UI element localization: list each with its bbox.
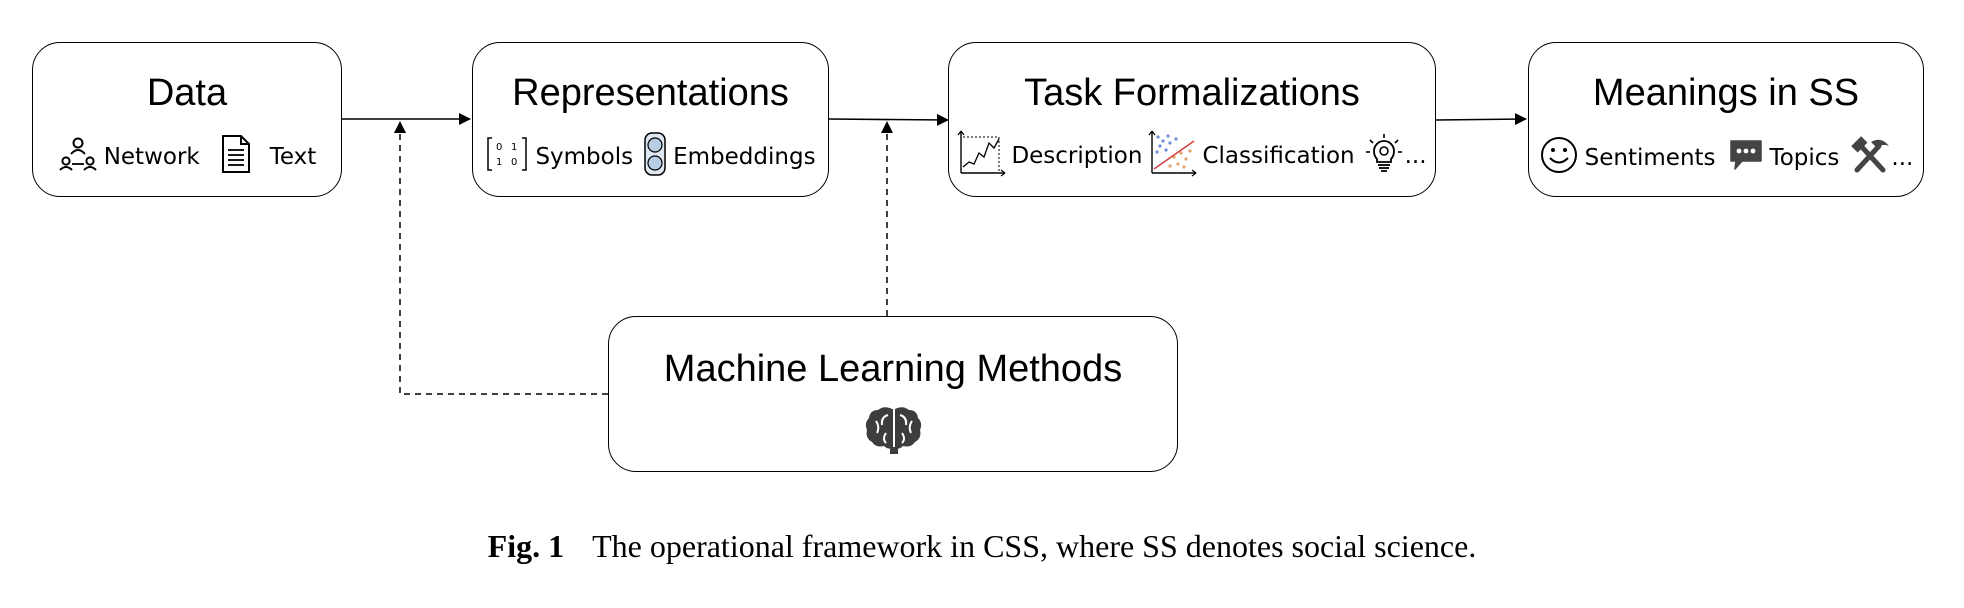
arrow-representations-to-tasks: [828, 113, 949, 126]
arrow-tasks-to-meanings: [1435, 113, 1527, 126]
matrix-symbols-icon: 0 1 1 0: [485, 135, 529, 179]
document-icon: [218, 134, 254, 180]
hammer-pick-icon: [1849, 134, 1891, 182]
embedding-vector-icon: [643, 132, 667, 182]
meanings-item-topics: Topics: [1728, 138, 1840, 178]
data-box-items: Network Text: [33, 135, 341, 179]
representations-box-items: 0 1 1 0 Symbols Embeddings: [473, 132, 828, 182]
ml-methods-box-title: Machine Learning Methods: [663, 348, 1123, 390]
representations-item-symbols: 0 1 1 0 Symbols: [485, 135, 633, 179]
figure-caption: Fig. 1 The operational framework in CSS, …: [0, 528, 1964, 565]
dashed-arrow-ml-to-data-link: [394, 121, 608, 395]
svg-text:0: 0: [496, 142, 502, 153]
meanings-item-more: ...: [1849, 134, 1913, 182]
meanings-box-items: Sentiments Topics: [1529, 135, 1923, 181]
figure-caption-text: The operational framework in CSS, where …: [592, 528, 1477, 564]
tasks-item-more: ...: [1365, 133, 1427, 179]
representations-item-embeddings-label: Embeddings: [673, 144, 816, 170]
meanings-box: Meanings in SS Sentiments: [1528, 42, 1924, 197]
brain-icon: [864, 405, 924, 455]
meanings-item-topics-label: Topics: [1769, 145, 1840, 171]
tasks-box-title: Task Formalizations: [1024, 72, 1360, 114]
data-item-text-label: Text: [269, 144, 317, 170]
representations-box: Representations 0 1 1 0 Symbols: [472, 42, 829, 197]
ml-methods-box: Machine Learning Methods: [608, 316, 1178, 472]
tasks-item-classification: Classification: [1148, 129, 1355, 183]
network-icon: [58, 134, 98, 180]
representations-box-title: Representations: [512, 72, 789, 114]
smiley-icon: [1539, 135, 1579, 181]
meanings-item-sentiments: Sentiments: [1539, 135, 1716, 181]
tasks-box: Task Formalizations Description: [948, 42, 1436, 197]
data-item-network-label: Network: [103, 144, 200, 170]
tasks-item-classification-label: Classification: [1202, 143, 1355, 169]
tasks-item-description-label: Description: [1011, 143, 1143, 169]
meanings-item-sentiments-label: Sentiments: [1584, 145, 1716, 171]
data-box-title: Data: [146, 72, 228, 114]
tasks-item-more-label: ...: [1404, 143, 1427, 169]
svg-text:1: 1: [511, 142, 517, 153]
data-item-network: Network: [58, 134, 200, 180]
svg-text:0: 0: [511, 157, 517, 168]
meanings-item-more-label: ...: [1891, 145, 1914, 171]
representations-item-symbols-label: Symbols: [535, 144, 634, 170]
representations-item-embeddings: Embeddings: [643, 132, 816, 182]
data-box: Data Network: [32, 42, 342, 197]
lightbulb-icon: [1365, 133, 1403, 179]
svg-text:1: 1: [496, 157, 502, 168]
data-item-text: Text: [218, 134, 317, 180]
meanings-box-title: Meanings in SS: [1592, 72, 1860, 114]
figure-number: Fig. 1: [487, 528, 565, 564]
scatter-classification-icon: [1148, 129, 1198, 183]
line-chart-icon: [957, 129, 1007, 183]
tasks-item-description: Description: [957, 129, 1142, 183]
tasks-box-items: Description: [949, 129, 1435, 183]
speech-bubble-icon: [1728, 138, 1764, 178]
